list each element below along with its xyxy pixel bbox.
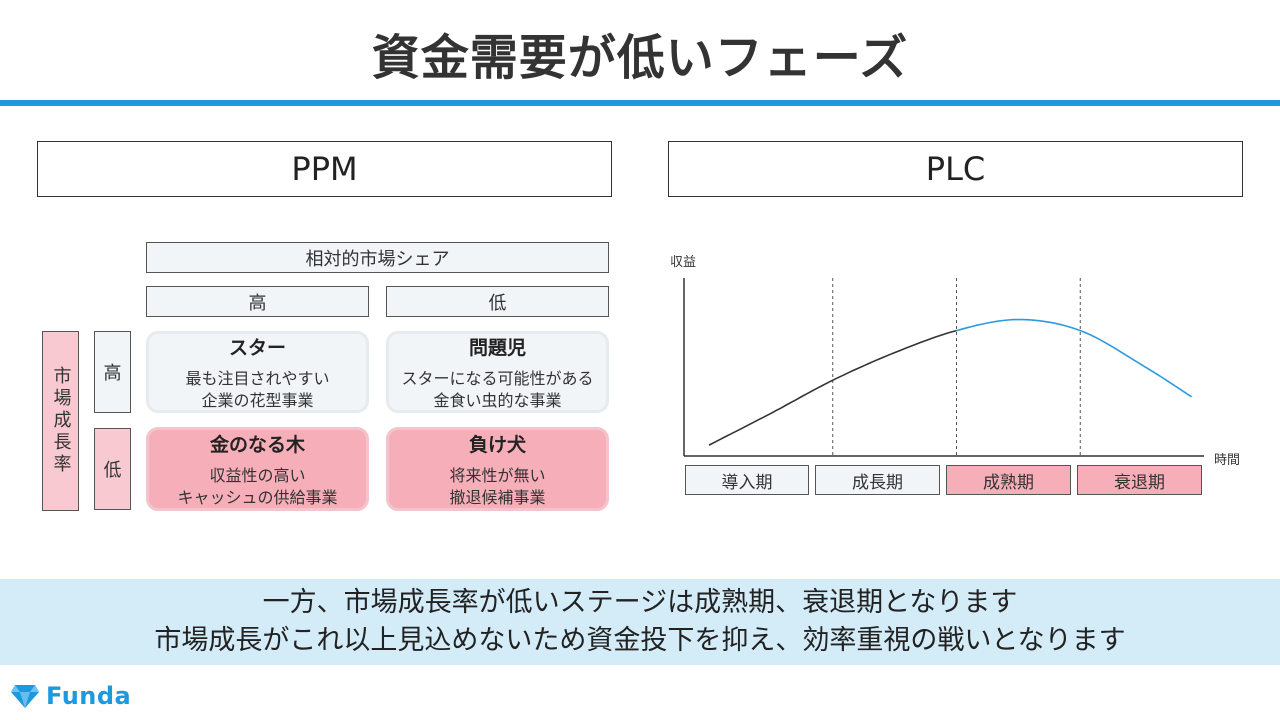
quadrant-line: 収益性の高い — [209, 465, 306, 485]
quadrant-line: 金食い虫的な事業 — [433, 390, 562, 410]
y-axis-label: 収益 — [670, 255, 697, 270]
quadrant-title: スター — [228, 336, 286, 359]
quadrant-title: 負け犬 — [468, 433, 526, 456]
stage-maturity: 成熟期 — [946, 465, 1071, 495]
quadrant-dog: 負け犬 将来性が無い 撤退候補事業 — [386, 427, 609, 511]
share-low-label: 低 — [386, 286, 609, 317]
stage-introduction: 導入期 — [685, 465, 809, 495]
ppm-header: PPM — [37, 141, 612, 197]
plc-curve-early — [708, 329, 957, 446]
growth-low-label: 低 — [94, 428, 131, 510]
brand-logo: Funda — [10, 680, 131, 712]
growth-rate-text: 市場成長率 — [50, 366, 72, 476]
quadrant-title: 金のなる木 — [209, 433, 305, 456]
stage-decline: 衰退期 — [1077, 465, 1202, 495]
plc-chart — [683, 278, 1204, 457]
quadrant-line: 撤退候補事業 — [449, 487, 546, 507]
diamond-logo-icon — [11, 685, 39, 708]
quadrant-cash-cow: 金のなる木 収益性の高い キャッシュの供給事業 — [146, 427, 369, 511]
plc-header: PLC — [668, 141, 1243, 197]
relative-share-label: 相対的市場シェア — [146, 242, 609, 273]
ppm-matrix: 相対的市場シェア 高 低 市場成長率 高 低 スター 最も注目されやすい 企業の… — [0, 0, 640, 560]
quadrant-line: 将来性が無い — [449, 465, 546, 485]
quadrant-title: 問題児 — [468, 336, 526, 359]
brand-name: Funda — [46, 682, 132, 710]
x-axis-label: 時間 — [1214, 453, 1241, 468]
quadrant-star: スター 最も注目されやすい 企業の花型事業 — [146, 331, 369, 413]
title-underline — [0, 100, 1280, 106]
share-high-label: 高 — [146, 286, 369, 317]
caption-line-1: 一方、市場成長率が低いステージは成熟期、衰退期となります — [262, 587, 1018, 618]
quadrant-line: 企業の花型事業 — [201, 390, 314, 410]
stage-growth: 成長期 — [815, 465, 940, 495]
caption-line-2: 市場成長がこれ以上見込めないため資金投下を抑え、効率重視の戦いとなります — [154, 625, 1126, 656]
growth-rate-label: 市場成長率 — [42, 331, 79, 511]
page-title: 資金需要が低いフェーズ — [371, 30, 909, 86]
quadrant-line: スターになる可能性がある — [401, 368, 594, 388]
plc-curve-late — [956, 318, 1193, 398]
quadrant-line: 最も注目されやすい — [185, 368, 330, 388]
growth-high-label: 高 — [94, 331, 131, 413]
caption-band: 一方、市場成長率が低いステージは成熟期、衰退期となります 市場成長がこれ以上見込… — [0, 579, 1280, 665]
quadrant-line: キャッシュの供給事業 — [177, 487, 338, 507]
quadrant-problem-child: 問題児 スターになる可能性がある 金食い虫的な事業 — [386, 331, 609, 413]
